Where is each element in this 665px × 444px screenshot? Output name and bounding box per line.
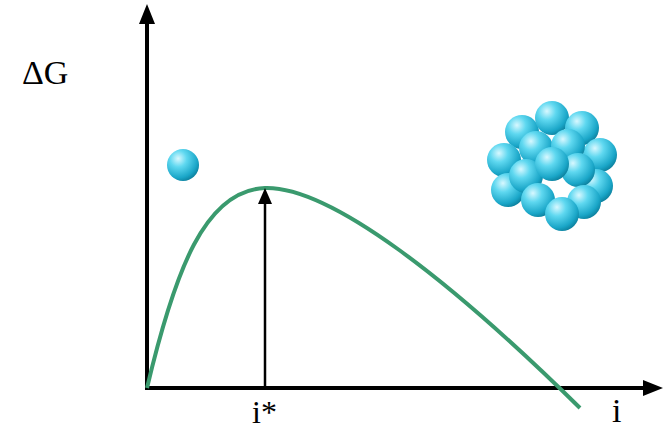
axis-label: i bbox=[612, 394, 621, 428]
monomer-sphere bbox=[167, 149, 199, 181]
x-axis bbox=[145, 386, 645, 390]
free-energy-curve bbox=[147, 188, 580, 408]
critical-size-arrow bbox=[264, 202, 267, 388]
axis-tick-label: i* bbox=[252, 396, 277, 428]
cluster-spheres bbox=[487, 101, 617, 231]
y-axis bbox=[145, 22, 149, 388]
axis-arrowhead bbox=[139, 4, 155, 24]
axis-label: ΔG bbox=[22, 56, 68, 90]
axis-arrowhead bbox=[643, 380, 663, 396]
arrowhead bbox=[258, 188, 272, 204]
